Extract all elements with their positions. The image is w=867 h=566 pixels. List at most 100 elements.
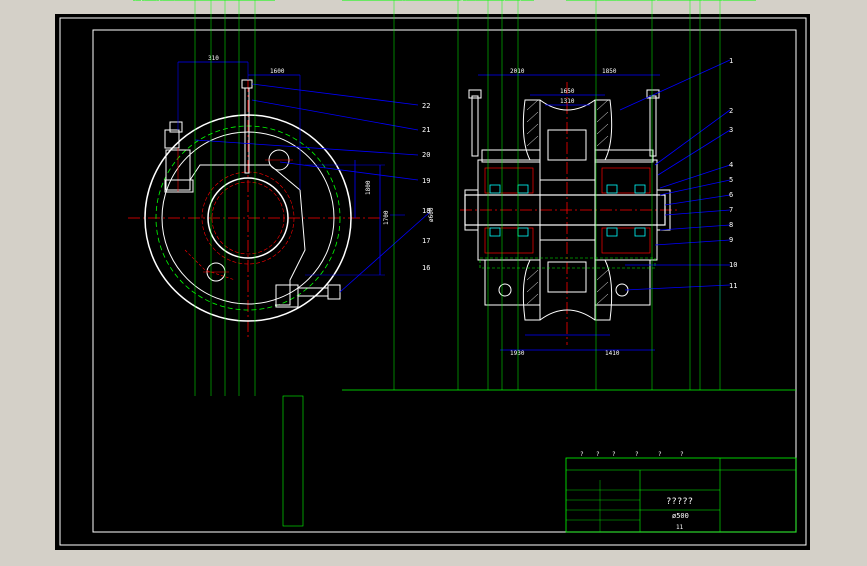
???????-cell-r5-c0: ?? 50x50 ø6.5? [135, 0, 177, 2]
null-cell-r14-c1: ?? [396, 0, 402, 2]
??,?,?,??,??,?,?-cell-r1-c0: 5 [568, 0, 571, 2]
???????-cell-r1-c4: 130 [241, 0, 250, 2]
null-cell-r6-c2: ø8? [460, 0, 469, 2]
null-cell-r11-c0: 11 [344, 0, 350, 2]
???????-cell-r9-c2: 170 [213, 0, 222, 2]
null-cell-r13-c3: 4 [490, 0, 493, 2]
null-cell-r13-c2: ??1 [460, 0, 469, 2]
null-cell-r11-c5: ø8? [520, 0, 529, 2]
???????-cell-r4-c5: 272 [257, 0, 266, 2]
null-cell-r3-c4: ø18 [504, 0, 513, 2]
??,?,?,??,??,?,?-cell-r2-c1: ????75ø [598, 0, 619, 2]
???????-cell-r0-c4: 150 [241, 0, 250, 2]
???????-cell-r1-c3: 120 [227, 0, 236, 2]
???????-cell-r3-c3: 100 [227, 0, 236, 2]
???????-cell-r6-c1: 60.31 [197, 0, 212, 2]
callout-19: 19 [422, 177, 430, 185]
callout-7: 7 [729, 206, 733, 214]
???????-cell-r5-c3: 148 [227, 0, 236, 2]
null-cell-r8-c0: 14 [344, 0, 350, 2]
null-cell-r6-c5: ø68 [520, 0, 529, 2]
???????-cell-r10-c3: 120 [227, 0, 236, 2]
callout-11: 11 [729, 282, 737, 290]
??,?,?,??,??,?,?-cell-r4-c2: ZG??? [654, 0, 669, 2]
???????-cell-r1-c0: ?? ø80x100 [135, 0, 165, 2]
callout-4: 4 [729, 161, 733, 169]
null-cell-r5-c3: 4 [490, 0, 493, 2]
???????-cell-r2-c4: 138 [241, 0, 250, 2]
??,?,?,??,??,?,?-cell-r3-c3: 2 [692, 0, 695, 2]
???????-cell-r11-c5: 268 [257, 0, 266, 2]
???????-cell-r6-c4: 148 [241, 0, 250, 2]
null-cell-r9-c2: 65Mn [460, 0, 472, 2]
??,?,?,??,??,?,?-cell-r4-c1: ? [598, 0, 601, 2]
title-block: ? ? ? ? ? ? ????? ø500 11 [565, 451, 797, 533]
dim-left-3: 1700 [383, 210, 390, 225]
callout-8: 8 [729, 221, 733, 229]
parts-list-table-b: 6??95Q235-B2ø845ø?55??M??52452ø825ø874??… [566, 0, 756, 390]
??,?,?,??,??,?,?-cell-r0-c2: Q235-B [654, 0, 672, 2]
null-cell-r12-c2: Q235-? [460, 0, 478, 2]
dim-right-0: 2010 [510, 68, 525, 75]
???????-cell-r6-c0: ø8x68 [135, 0, 150, 2]
???????-cell-r10-c5: 277 [257, 0, 266, 2]
null-cell-r6-c1: ?1?ø24x120 [396, 0, 426, 2]
null-cell-r9-c1: ??ø2 [396, 0, 408, 2]
null-cell-r3-c0: 19 [344, 0, 350, 2]
null-cell-r4-c1: ??24 [396, 0, 408, 2]
??,?,?,??,??,?,?-cell-r3-c4: ?2 [702, 0, 708, 2]
null-cell-r6-c4: ø8? [504, 0, 513, 2]
??,?,?,??,??,?,?-cell-r5-c3: 1 [692, 0, 695, 2]
null-cell-r11-c2: ø? [460, 0, 466, 2]
callout-1: 1 [729, 57, 733, 65]
???????-cell-r12-c2: ? [213, 0, 216, 2]
???????-cell-r11-c1: 66.45 [197, 0, 212, 2]
parts-list-table-a: 22?1?ø401?12ø631ø8221??Q235-B?1ø724ø7482… [342, 0, 796, 391]
null-cell-r1-c1: ?? [396, 0, 402, 2]
callout-21: 21 [422, 126, 430, 134]
???????-cell-r1-c2: 180 [213, 0, 222, 2]
null-cell-r4-c2: 45ø4 [460, 0, 472, 2]
callout-18: 18 [422, 207, 430, 215]
??,?,?,??,??,?,?-cell-r2-c4: ø8? [702, 0, 711, 2]
null-cell-r1-c2: Q235-B? [460, 0, 481, 2]
???????-cell-r4-c3: 108 [227, 0, 236, 2]
null-cell-r14-c2: H?ø38 [460, 0, 475, 2]
null-cell-r12-c1: ?? [396, 0, 402, 2]
???????-cell-r10-c2: 180 [213, 0, 222, 2]
??,?,?,??,??,?,?-cell-r3-c5: ø8 [722, 0, 728, 2]
???????-cell-r3-c4: 148 [241, 0, 250, 2]
null-cell-r14-c5: ø8? [520, 0, 529, 2]
??,?,?,??,??,?,?-cell-r4-c0: 2 [568, 0, 571, 2]
???????-cell-r7-c2: 198 [213, 0, 222, 2]
null-cell-r12-c5: ø8? [520, 0, 529, 2]
null-cell-r2-c4: ø28 [504, 0, 513, 2]
???????-cell-r4-c4: 178 [241, 0, 250, 2]
null-cell-r11-c4: ø8? [504, 0, 513, 2]
null-cell-r1-c3: 1 [490, 0, 493, 2]
???????-cell-r5-c1: 60.79 [197, 0, 212, 2]
null-cell-r14-c4: ø87 [504, 0, 513, 2]
???????-cell-r0-c1: 60.48 [197, 0, 212, 2]
???????-cell-r6-c2: 170 [213, 0, 222, 2]
null-cell-r15-c1: ? [396, 0, 399, 2]
???????-cell-r6-c3: 128 [227, 0, 236, 2]
??,?,?,??,??,?,?-cell-r3-c0: 3 [568, 0, 571, 2]
??,?,?,??,??,?,?-cell-r0-c3: 2 [692, 0, 695, 2]
???????-cell-r10-c4: 140 [241, 0, 250, 2]
null-cell-r8-c4: ø35 [504, 0, 513, 2]
null-cell-r8-c3: 2 [490, 0, 493, 2]
??,?,?,??,??,?,?-cell-r0-c5: ø?5 [722, 0, 731, 2]
???????-cell-r5-c4: 139 [241, 0, 250, 2]
null-cell-r2-c1: ?1?14x13-250 [396, 0, 432, 2]
???????-cell-r8-c5: 272 [257, 0, 266, 2]
null-cell-r5-c5: ø27 [520, 0, 529, 2]
null-cell-r7-c2: ø835-ø? [460, 0, 481, 2]
null-cell-r12-c4: ø8? [504, 0, 513, 2]
null-cell-r5-c2: ø? [460, 0, 466, 2]
null-cell-r3-c1: ?? [396, 0, 402, 2]
???????-cell-r11-c2: 140 [213, 0, 222, 2]
???????-cell-r0-c5: 207 [257, 0, 266, 2]
